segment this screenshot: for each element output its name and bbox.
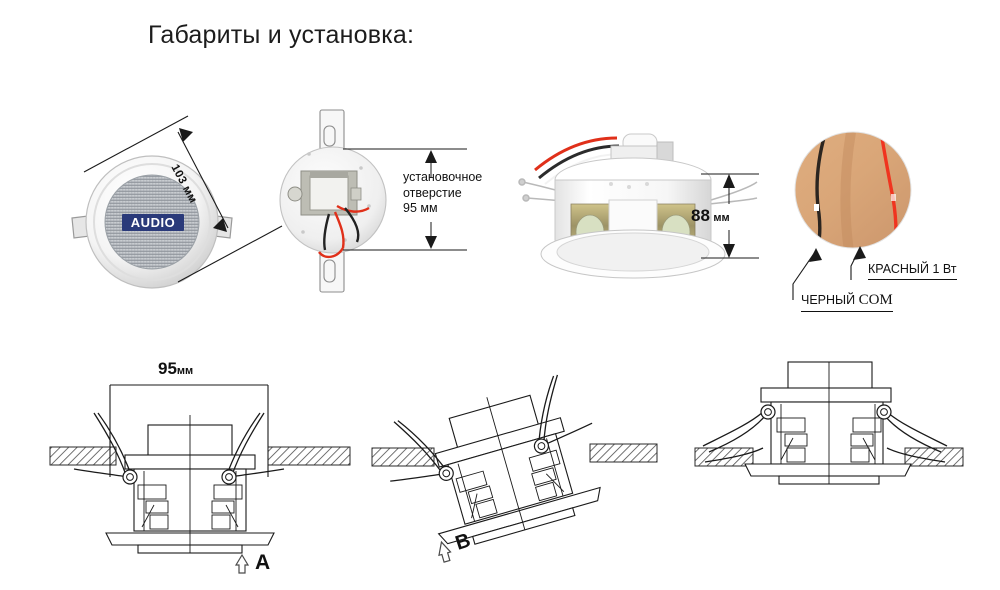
vent-holes (609, 182, 649, 189)
svg-text:AUDIO: AUDIO (131, 215, 175, 230)
wire-terminal: 1 Вт (932, 262, 957, 276)
screw-holes (301, 152, 371, 242)
front-view-illustration: AUDIO (71, 115, 283, 289)
dimension-arrow-icon (723, 174, 735, 258)
wire-closeup-photo (795, 132, 911, 248)
speaker-outline-tilted (390, 374, 601, 545)
page-title: Габариты и установка: (148, 21, 415, 49)
wiring-illustration (792, 131, 912, 300)
side-view-dimension-label: 88 мм (691, 205, 730, 226)
label-line-1: установочное (403, 170, 483, 184)
transformer-block (287, 170, 362, 216)
speaker-outline (744, 361, 912, 485)
wire-color-name: КРАСНЫЙ (868, 262, 929, 276)
side-view-illustration (518, 133, 759, 279)
step-b-illustration (371, 374, 658, 563)
back-view-illustration (279, 109, 467, 293)
figure-back-view: установочное отверстие 95 мм (279, 108, 525, 308)
label-line-3: 95 мм (403, 201, 438, 216)
red-wire-label: КРАСНЫЙ 1 Вт (868, 262, 957, 280)
label-line-2: отверстие (403, 185, 462, 200)
dimension-unit: мм (176, 365, 194, 377)
up-arrow-icon (234, 553, 250, 574)
figure-wiring-view: КРАСНЫЙ 1 Вт ЧЕРНЫЙ COM (785, 128, 1000, 312)
step-c-illustration (694, 361, 964, 485)
wire-terminal: COM (858, 292, 893, 308)
dimension-value: 95 (158, 359, 177, 378)
black-wire-label: ЧЕРНЫЙ COM (801, 291, 893, 312)
dimension-value: 88 (691, 206, 710, 225)
speaker-wires (318, 204, 370, 259)
drawing-step-a: 95мм A (49, 355, 351, 580)
figure-side-view: 88 мм (505, 112, 765, 307)
driver-detail (776, 362, 882, 484)
ceiling-slab (371, 443, 658, 467)
dimension-arrow-icon (425, 150, 437, 249)
step-a-illustration (49, 384, 351, 574)
up-arrow-icon (438, 540, 452, 563)
figure-front-view: AUDIO 103 мм (60, 110, 290, 310)
clip-pivot (122, 469, 237, 485)
step-a-label: A (255, 551, 271, 574)
drawing-step-b: B (371, 372, 658, 572)
step-a-dimension-label: 95мм (158, 358, 193, 379)
ceiling-slab (49, 446, 351, 466)
spring-clip-icon (702, 411, 948, 463)
brand-logo: AUDIO (122, 214, 184, 231)
dimension-arrow-icon (179, 128, 227, 232)
clip-pivot (760, 404, 892, 420)
dimension-leader-lines (83, 115, 283, 283)
back-view-dimension-label: установочное отверстие 95 мм (403, 170, 482, 217)
wire-color-name: ЧЕРНЫЙ (801, 293, 856, 307)
callout-arrow-icon (809, 246, 866, 262)
dimension-unit: мм (713, 212, 730, 224)
drawing-step-c (683, 361, 968, 542)
driver-detail (137, 415, 243, 553)
